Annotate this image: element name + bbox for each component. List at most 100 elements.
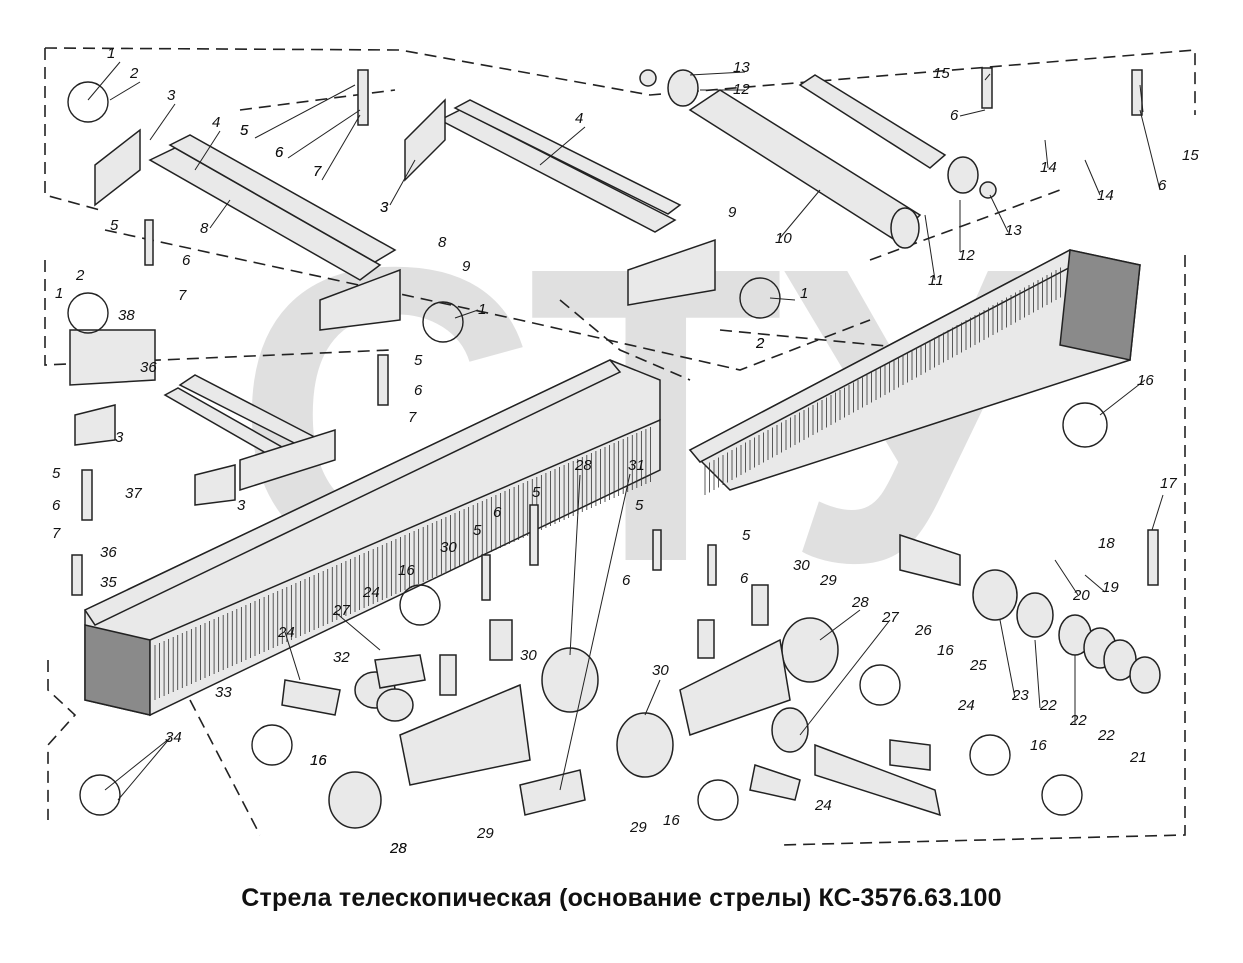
callout-c26: 11	[928, 272, 944, 289]
callout-c88: 22	[1069, 712, 1087, 729]
callout-c90: 21	[1129, 749, 1147, 766]
callout-c31: 15	[1182, 147, 1199, 164]
leader-line	[1139, 84, 1144, 113]
callout-c45: 6	[52, 497, 61, 514]
callout-c15: 8	[438, 234, 447, 251]
callout-c18: 5	[240, 122, 249, 139]
callout-c72: 28	[389, 840, 407, 857]
leader-line	[819, 609, 861, 641]
callout-c30: 14	[1097, 187, 1114, 204]
leader-line	[569, 474, 581, 656]
callout-c22: 12	[733, 81, 750, 98]
callout-c76: 5	[742, 527, 751, 544]
callout-c59: 5	[532, 484, 541, 501]
callout-c48: 35	[100, 574, 117, 591]
callout-c69: 30	[520, 647, 537, 664]
callout-c40: 36	[140, 359, 157, 376]
leader-line	[1084, 574, 1106, 593]
callout-c80: 30	[652, 662, 669, 679]
callout-c32: 6	[1158, 177, 1167, 194]
callout-c51: 7	[408, 409, 417, 426]
leader-line	[1034, 639, 1041, 709]
brackets	[69, 98, 716, 506]
callout-c16: 9	[462, 258, 471, 275]
callout-c68: 33	[215, 684, 232, 701]
callout-c21: 13	[733, 59, 750, 76]
callout-c78: 30	[793, 557, 810, 574]
leader-line	[454, 309, 479, 319]
callout-c19: 6	[275, 144, 284, 161]
leader-line	[769, 297, 796, 301]
callout-c84: 16	[937, 642, 954, 659]
callout-c43: 3	[237, 497, 246, 514]
leader-line	[1054, 559, 1079, 596]
callout-c75: 6	[622, 572, 631, 589]
callout-c1: 1	[107, 45, 115, 62]
dashed-group-boundaries	[44, 47, 1196, 846]
callout-c81: 28	[851, 594, 869, 611]
leader-line	[389, 159, 416, 206]
callout-c60: 6	[493, 504, 502, 521]
callout-c55: 19	[1102, 579, 1119, 596]
callout-c85: 25	[969, 657, 987, 674]
callout-c61: 5	[473, 522, 482, 539]
callout-c9: 3	[380, 199, 389, 216]
leader-line	[644, 679, 661, 716]
callout-c95: 16	[663, 812, 680, 829]
callout-c94: 24	[814, 797, 832, 814]
callout-c11: 5	[110, 217, 119, 234]
callout-c35: 1	[478, 301, 486, 318]
callout-c83: 26	[914, 622, 932, 639]
leader-line	[209, 199, 231, 229]
leader-line	[87, 61, 121, 101]
callout-c57: 31	[628, 457, 645, 474]
callout-c92: 16	[1030, 737, 1047, 754]
callout-c13: 7	[178, 287, 187, 304]
callout-c97: 28	[389, 840, 407, 857]
callout-c7: 7	[313, 163, 322, 180]
slider-blocks	[399, 584, 791, 786]
callout-c28: 6	[950, 107, 959, 124]
callout-c20: 7	[313, 163, 322, 180]
callout-c79: 29	[819, 572, 837, 589]
leader-line	[779, 189, 821, 239]
callout-c36: 2	[755, 335, 765, 352]
callout-c17: 9	[728, 204, 737, 221]
callout-c23: 10	[775, 230, 792, 247]
callout-c37: 1	[800, 285, 808, 302]
callout-c10: 4	[575, 110, 583, 127]
callout-c77: 6	[740, 570, 749, 587]
callout-c66: 24	[277, 624, 295, 641]
leader-line	[539, 126, 586, 166]
callout-c38: 2	[755, 335, 765, 352]
callout-c74: 5	[635, 497, 644, 514]
leader-line	[689, 71, 746, 76]
callout-c58: 28	[574, 457, 592, 474]
leader-line	[1099, 379, 1146, 416]
callout-c91: 24	[957, 697, 975, 714]
callout-c89: 22	[1097, 727, 1115, 744]
callout-c27: 15	[933, 65, 950, 82]
callout-c29: 14	[1040, 159, 1057, 176]
leader-line	[1151, 494, 1164, 531]
leader-line	[1084, 159, 1101, 196]
callout-c82: 27	[881, 609, 899, 626]
callout-c44: 5	[52, 465, 61, 482]
leader-line	[984, 73, 991, 81]
callout-c62: 30	[440, 539, 457, 556]
callout-c5: 5	[240, 122, 249, 139]
callout-c47: 36	[100, 544, 117, 561]
leader-line	[959, 109, 986, 117]
callout-c86: 23	[1011, 687, 1029, 704]
leader-line	[1044, 139, 1049, 169]
callout-c73: 29	[476, 825, 494, 842]
callout-c65: 27	[332, 602, 350, 619]
leader-line	[104, 737, 171, 791]
inner-boom-section	[688, 249, 1141, 495]
leader-line	[117, 737, 171, 801]
callout-c53: 17	[1160, 475, 1177, 492]
callout-c39: 38	[118, 307, 135, 324]
callout-c2: 2	[129, 65, 139, 82]
leader-line	[194, 130, 221, 171]
leader-line	[999, 619, 1016, 699]
